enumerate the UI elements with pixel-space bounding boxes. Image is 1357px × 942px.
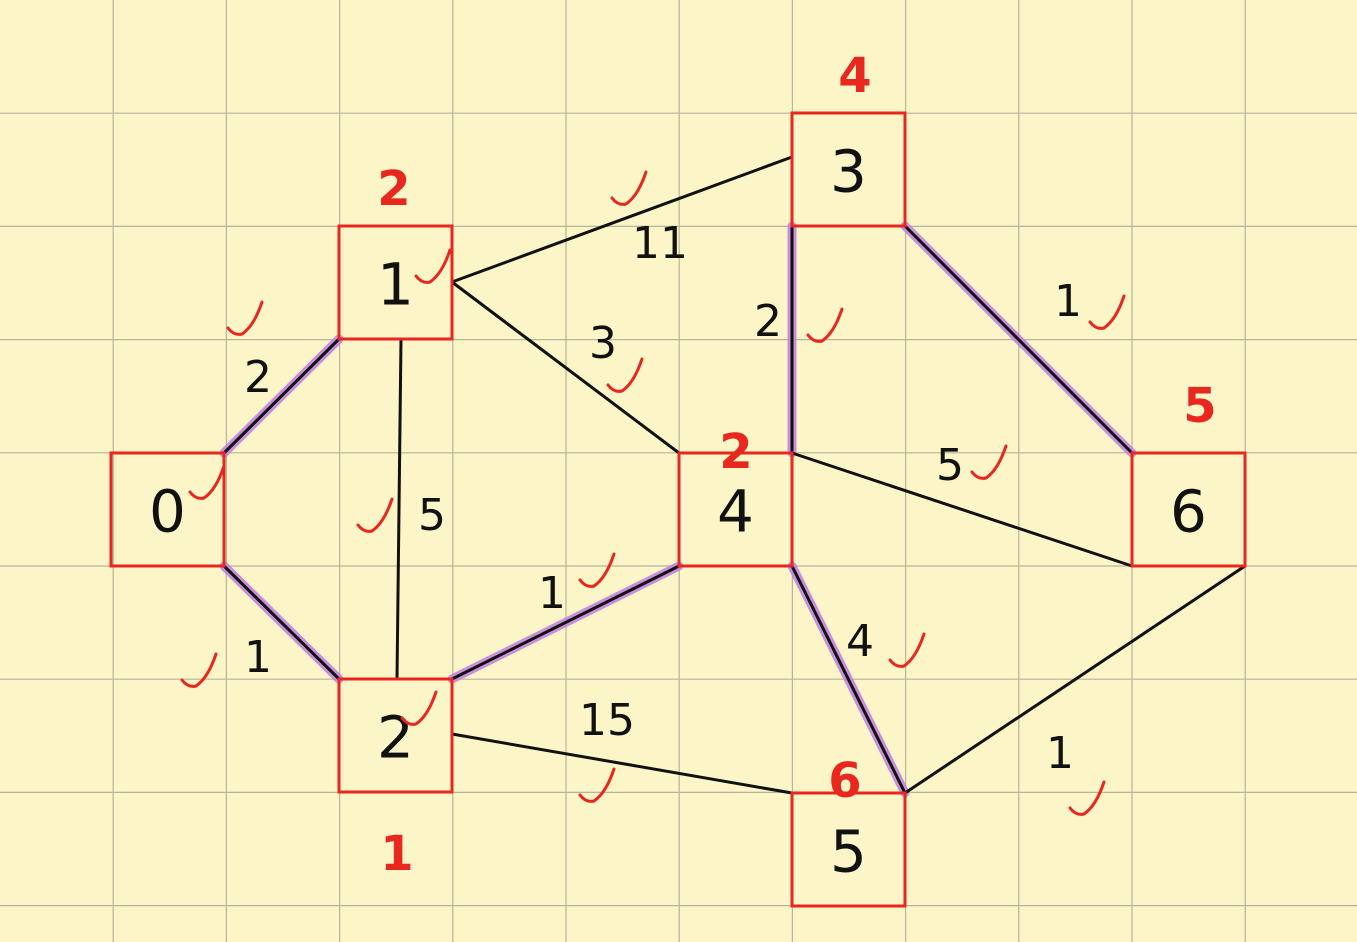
node-label-0: 0 xyxy=(149,478,186,546)
check-mark-icon xyxy=(606,357,644,393)
edge-weight-2-5: 15 xyxy=(579,695,635,746)
check-mark-icon xyxy=(806,307,844,343)
edge-weight-3-6: 1 xyxy=(1054,276,1082,327)
edge-weight-0-2: 1 xyxy=(244,632,272,683)
node-label-6: 6 xyxy=(1170,478,1207,546)
edge-weight-1-2: 5 xyxy=(418,490,446,541)
edge-weight-4-5: 4 xyxy=(846,616,874,667)
edge-4-5 xyxy=(790,565,907,794)
check-mark-icon xyxy=(578,552,616,588)
edge-2-5 xyxy=(451,732,793,795)
check-mark-icon xyxy=(888,632,926,668)
check-mark-icon xyxy=(414,248,452,284)
check-mark-icon xyxy=(1068,780,1106,816)
check-mark-icon xyxy=(356,497,394,533)
node-label-2: 2 xyxy=(377,704,414,772)
node-label-1: 1 xyxy=(377,251,414,319)
check-mark-icon xyxy=(226,300,264,336)
check-mark-icon xyxy=(188,464,226,500)
check-mark-icon xyxy=(1088,294,1126,330)
node-label-4: 4 xyxy=(717,478,754,546)
check-mark-icon xyxy=(578,767,616,803)
node-distance-4: 2 xyxy=(719,424,752,480)
node-distance-5: 6 xyxy=(828,753,861,809)
node-distance-2: 1 xyxy=(380,826,413,882)
edge-4-6 xyxy=(791,451,1133,568)
edge-weight-0-1: 2 xyxy=(244,352,272,403)
edge-weight-2-4: 1 xyxy=(538,568,566,619)
check-mark-icon xyxy=(970,444,1008,480)
node-box-6 xyxy=(1130,451,1247,568)
edge-weight-1-3: 11 xyxy=(632,218,688,269)
node-box-5 xyxy=(790,791,907,908)
edge-weight-6-5: 1 xyxy=(1046,728,1074,779)
nodes-layer: 0 1 2 3 4 5 6 xyxy=(109,111,1247,908)
check-mark-icon xyxy=(400,690,438,726)
edge-3-6 xyxy=(903,224,1134,455)
node-label-5: 5 xyxy=(830,818,867,886)
edges-layer xyxy=(219,155,1246,798)
edge-0-2 xyxy=(222,564,341,681)
edge-1-3 xyxy=(451,155,793,284)
edge-0-1 xyxy=(222,337,341,455)
edge-1-2 xyxy=(395,338,403,680)
node-distance-6: 5 xyxy=(1183,378,1216,434)
node-box-2 xyxy=(337,677,454,794)
edge-2-4 xyxy=(451,564,680,681)
check-mark-icon xyxy=(610,170,648,206)
node-box-3 xyxy=(790,111,907,228)
node-label-3: 3 xyxy=(830,138,867,206)
check-mark-icon xyxy=(180,652,218,688)
node-distance-1: 2 xyxy=(377,161,410,217)
node-box-0 xyxy=(109,451,226,568)
edge-weight-1-4: 3 xyxy=(589,318,617,369)
edge-weight-3-4: 2 xyxy=(754,296,782,347)
node-box-4 xyxy=(677,451,794,568)
node-distance-3: 4 xyxy=(838,48,871,104)
node-box-1 xyxy=(337,224,454,341)
edge-1-4 xyxy=(451,280,680,455)
edge-6-5 xyxy=(904,564,1246,795)
edge-weight-4-6: 5 xyxy=(936,440,964,491)
